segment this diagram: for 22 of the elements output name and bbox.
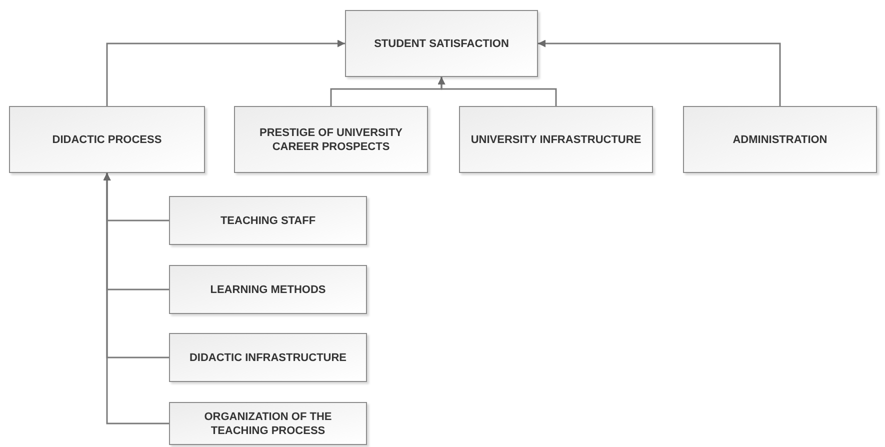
box-label: UNIVERSITY INFRASTRUCTURE <box>470 132 642 146</box>
process-box <box>169 402 367 445</box>
box-label: STUDENT SATISFACTION <box>374 36 509 50</box>
arrow <box>538 40 781 106</box>
process-box <box>345 10 538 77</box>
box-label: TEACHING STAFF <box>220 214 316 228</box>
process-box <box>169 196 367 245</box>
process-box <box>683 106 877 173</box>
arrow <box>438 77 557 106</box>
process-box <box>9 106 205 173</box>
box-label: LEARNING METHODS <box>210 282 326 296</box>
box-label: ORGANIZATION OF THE TEACHING PROCESS <box>203 410 333 438</box>
box-label: PRESTIGE OF UNIVERSITY CAREER PROSPECTS <box>258 126 404 154</box>
box-label: ADMINISTRATION <box>732 132 828 146</box>
box-label: DIDACTIC INFRASTRUCTURE <box>189 350 347 364</box>
box-label: DIDACTIC PROCESS <box>52 132 162 146</box>
process-box <box>234 106 428 173</box>
arrow <box>106 40 345 106</box>
process-box <box>169 333 367 382</box>
process-box <box>459 106 653 173</box>
arrow <box>103 173 169 424</box>
process-box <box>169 265 367 314</box>
